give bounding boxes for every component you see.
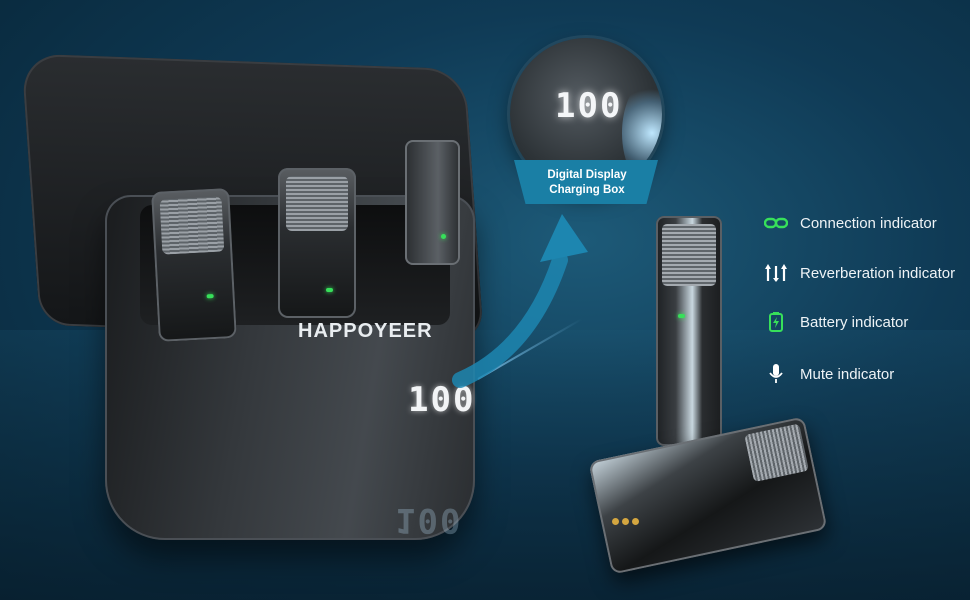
- transmitter-in-case-left: [151, 188, 237, 342]
- legend-label: Connection indicator: [800, 214, 937, 232]
- receiver-in-case: [405, 140, 460, 265]
- mic-grille: [159, 196, 225, 255]
- legend-item-connection: Connection indicator: [762, 212, 937, 234]
- legend-label: Battery indicator: [800, 313, 909, 331]
- mic-grille: [662, 224, 716, 286]
- charging-pins: [612, 512, 642, 530]
- display-reflection: 100: [395, 500, 463, 540]
- connection-led: [678, 314, 685, 318]
- callout-label-line2: Charging Box: [549, 184, 625, 196]
- zoomed-battery-display: 100: [555, 86, 623, 126]
- legend-label: Reverberation indicator: [800, 264, 956, 282]
- pin: [612, 518, 619, 525]
- brand-logo: HAPPOYEER: [298, 320, 433, 342]
- pin: [622, 518, 629, 525]
- pin: [632, 518, 639, 525]
- legend-item-mute: Mute indicator: [762, 363, 894, 385]
- connection-led: [326, 288, 333, 292]
- battery-icon: [762, 311, 790, 333]
- mic-grille: [744, 423, 809, 483]
- link-icon: [762, 212, 790, 234]
- callout-label-band: [514, 160, 658, 204]
- reverb-icon: [762, 262, 790, 284]
- callout-label-line1: Digital Display: [547, 169, 627, 181]
- receiver-led: [441, 234, 446, 239]
- legend-item-reverberation: Reverberation indicator: [762, 262, 955, 284]
- connection-led: [206, 294, 214, 299]
- mic-grille: [286, 176, 348, 231]
- legend-item-battery: Battery indicator: [762, 311, 908, 333]
- callout-label: Digital Display Charging Box: [520, 168, 654, 198]
- transmitter-in-case-right: [278, 168, 356, 318]
- transmitter-standing: [656, 216, 722, 446]
- legend-label: Mute indicator: [800, 365, 895, 383]
- mic-icon: [762, 363, 790, 385]
